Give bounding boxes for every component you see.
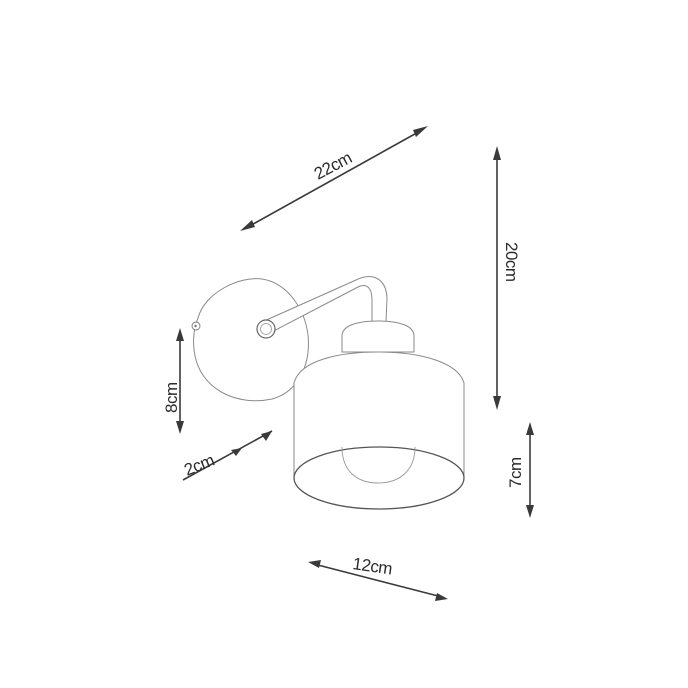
wall-backplate: [191, 278, 309, 402]
label-backplate-depth: 2cm: [181, 450, 217, 479]
dimension-shade-diameter: 12cm: [308, 554, 448, 601]
label-total-height: 20cm: [502, 242, 521, 282]
dimension-total-height: 20cm: [493, 146, 521, 410]
label-arm-length: 22cm: [311, 148, 355, 184]
dimension-backplate-diameter: 8cm: [162, 328, 184, 434]
dimension-backplate-depth: 2cm: [181, 430, 273, 481]
socket-cap: [341, 320, 415, 353]
label-backplate-diameter: 8cm: [162, 382, 181, 413]
label-shade-height: 7cm: [506, 457, 525, 488]
dimension-arm-length: 22cm: [240, 126, 428, 231]
lamp-illustration: [191, 276, 465, 510]
cylindrical-shade: [293, 351, 465, 510]
dimension-shade-height: 7cm: [506, 422, 534, 518]
bulb-icon: [341, 446, 416, 484]
